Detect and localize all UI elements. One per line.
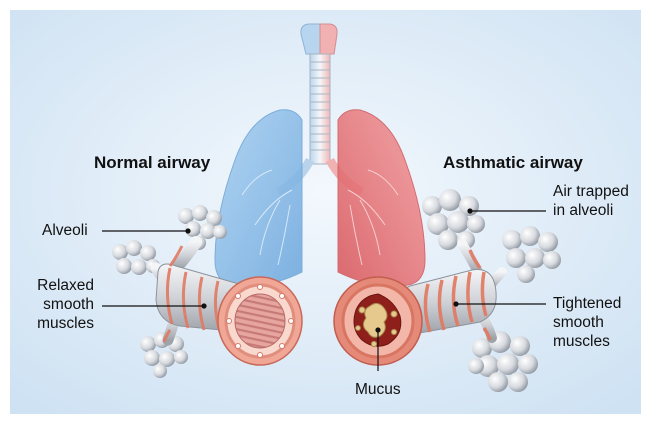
tightened-line-3: muscles: [553, 332, 621, 351]
asthmatic-airway-heading: Asthmatic airway: [443, 153, 583, 172]
asthma-airway-diagram: [10, 10, 641, 414]
tightened-smooth-muscles-label: Tightened smooth muscles: [553, 294, 621, 351]
tightened-line-1: Tightened: [553, 294, 621, 313]
air-trapped-line-2: in alveoli: [553, 201, 629, 220]
relaxed-line-3: muscles: [10, 314, 94, 333]
air-trapped-line-1: Air trapped: [553, 182, 629, 201]
relaxed-line-1: Relaxed: [10, 276, 94, 295]
relaxed-smooth-muscles-label: Relaxed smooth muscles: [10, 276, 94, 333]
alveoli-label: Alveoli: [42, 221, 88, 240]
tightened-line-2: smooth: [553, 313, 621, 332]
mucus-label: Mucus: [355, 380, 401, 399]
normal-airway-heading: Normal airway: [94, 153, 210, 172]
relaxed-line-2: smooth: [10, 295, 94, 314]
normal-airway-cross-section: [218, 277, 302, 365]
air-trapped-label: Air trapped in alveoli: [553, 182, 629, 220]
